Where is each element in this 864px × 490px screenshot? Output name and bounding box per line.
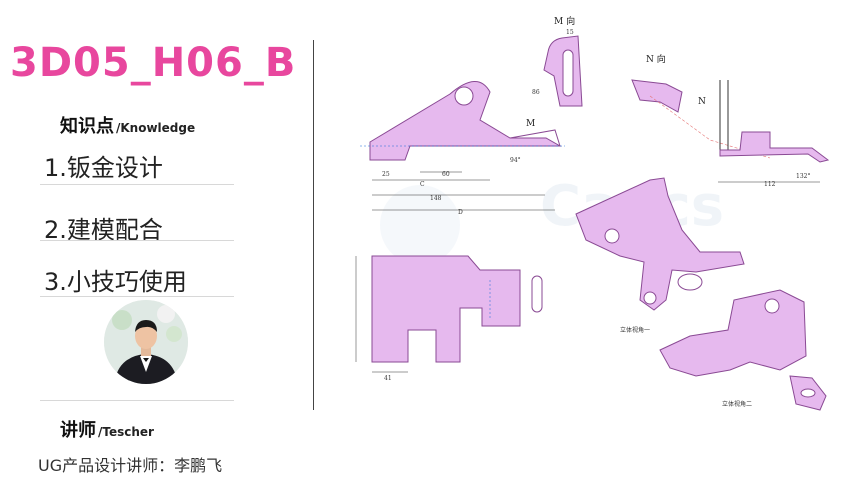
point-3: 3.小技巧使用: [44, 268, 187, 296]
dim-15: 15: [566, 29, 574, 36]
teacher-avatar: [104, 300, 188, 384]
point-2: 2.建模配合: [44, 216, 163, 244]
m-view-title: M 向: [554, 15, 575, 27]
bottom-view: 41: [355, 255, 543, 382]
label-n-arrow: N: [698, 97, 706, 107]
dim-60: 60: [442, 171, 450, 178]
divider-line: [40, 400, 234, 401]
divider-line: [40, 184, 234, 185]
knowledge-title: 知识点: [60, 116, 114, 137]
divider-line: [40, 240, 234, 241]
front-view: 60 25 C 148 D 94° M: [360, 81, 565, 216]
teacher-subtitle: /Tescher: [98, 425, 154, 439]
divider-line: [40, 296, 234, 297]
dim-25: 25: [382, 171, 390, 178]
dim-41: 41: [384, 375, 392, 382]
iso1-caption: 立体视角一: [620, 326, 650, 334]
dim-132deg: 132°: [796, 173, 810, 180]
side-view: 112 132°: [718, 80, 830, 188]
dim-c: C: [420, 181, 425, 188]
course-code: 3D05_H06_B: [10, 40, 297, 86]
knowledge-heading: 知识点/Knowledge: [60, 112, 195, 138]
iso-view-1: 立体视角一: [575, 177, 745, 334]
iso-view-2: 立体视角二: [659, 289, 827, 411]
dim-112: 112: [764, 181, 776, 188]
iso2-caption: 立体视角二: [722, 400, 752, 408]
teacher-name: UG产品设计讲师：李鹏飞: [38, 456, 223, 475]
dim-d: D: [458, 209, 463, 216]
course-info-panel: 3D05_H06_B 知识点/Knowledge 1.钣金设计 2.建模配合 3…: [0, 0, 312, 486]
engineering-drawing: Ca ics 60 25 C 148 D 94° M M 向 15 86: [355, 15, 830, 411]
vertical-divider: [313, 40, 314, 410]
dim-86: 86: [532, 89, 540, 96]
point-1: 1.钣金设计: [44, 154, 163, 182]
knowledge-subtitle: /Knowledge: [116, 121, 196, 135]
n-view-title: N 向: [646, 53, 666, 65]
dim-148: 148: [430, 195, 442, 202]
dim-94deg: 94°: [510, 157, 521, 164]
m-view: M 向 15 86: [532, 15, 583, 107]
drawing-panel: Ca ics 60 25 C 148 D 94° M M 向 15 86: [350, 0, 864, 486]
teacher-title: 讲师: [60, 420, 96, 441]
label-m-arrow: M: [526, 119, 535, 129]
teacher-heading: 讲师/Tescher: [60, 416, 154, 442]
